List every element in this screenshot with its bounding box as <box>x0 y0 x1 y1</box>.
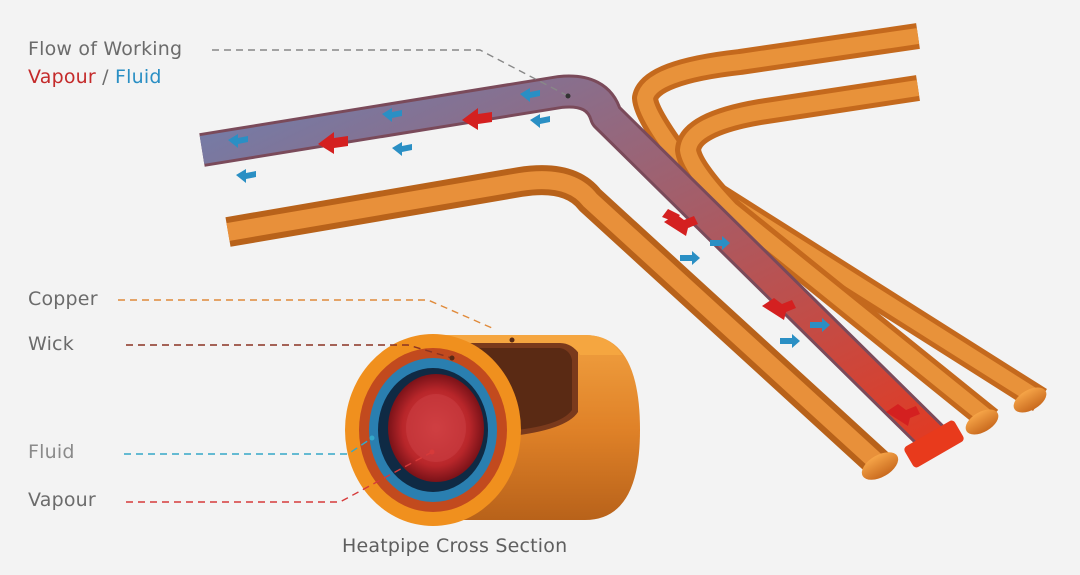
fluid-label: Fluid <box>28 441 75 463</box>
leader-copper <box>118 299 493 329</box>
leader-flow <box>212 49 569 97</box>
copper-label: Copper <box>28 288 98 310</box>
leader-wick <box>126 344 453 359</box>
wick-label: Wick <box>28 333 74 355</box>
fluid-arrow <box>780 334 800 348</box>
fluid-arrow <box>382 108 402 122</box>
fluid-arrow <box>680 251 700 265</box>
fluid-legend-word: Fluid <box>115 66 162 88</box>
flow-legend: Vapour / Fluid <box>28 66 162 88</box>
vapour-arrow <box>318 132 348 154</box>
vapour-arrow <box>762 298 796 320</box>
fluid-arrow <box>228 134 248 148</box>
leader-lines <box>118 49 569 503</box>
fluid-arrow <box>810 318 830 332</box>
cross-section-cylinder <box>345 334 640 526</box>
fluid-flow-arrows <box>228 88 830 348</box>
fluid-arrow <box>236 169 256 183</box>
vapour-legend-word: Vapour <box>28 66 96 88</box>
leader-fluid <box>124 437 373 455</box>
heatpipe-cutaway <box>199 74 964 468</box>
flow-title-label: Flow of Working <box>28 38 183 60</box>
caption: Heatpipe Cross Section <box>342 535 568 557</box>
vapour-arrow <box>886 404 920 426</box>
copper-pipe-back-2 <box>675 75 999 435</box>
vapour-flow-arrows <box>318 108 920 426</box>
fluid-arrow <box>530 114 550 128</box>
vapour-arrow <box>664 214 698 236</box>
fluid-arrow <box>520 88 540 102</box>
vapour-label: Vapour <box>28 489 96 511</box>
vapour-arrow <box>462 108 492 130</box>
fluid-arrow <box>392 142 412 156</box>
leader-dots <box>369 93 571 455</box>
fluid-arrow <box>710 236 730 250</box>
legend-slash: / <box>95 66 115 88</box>
copper-pipe-front <box>225 165 899 480</box>
